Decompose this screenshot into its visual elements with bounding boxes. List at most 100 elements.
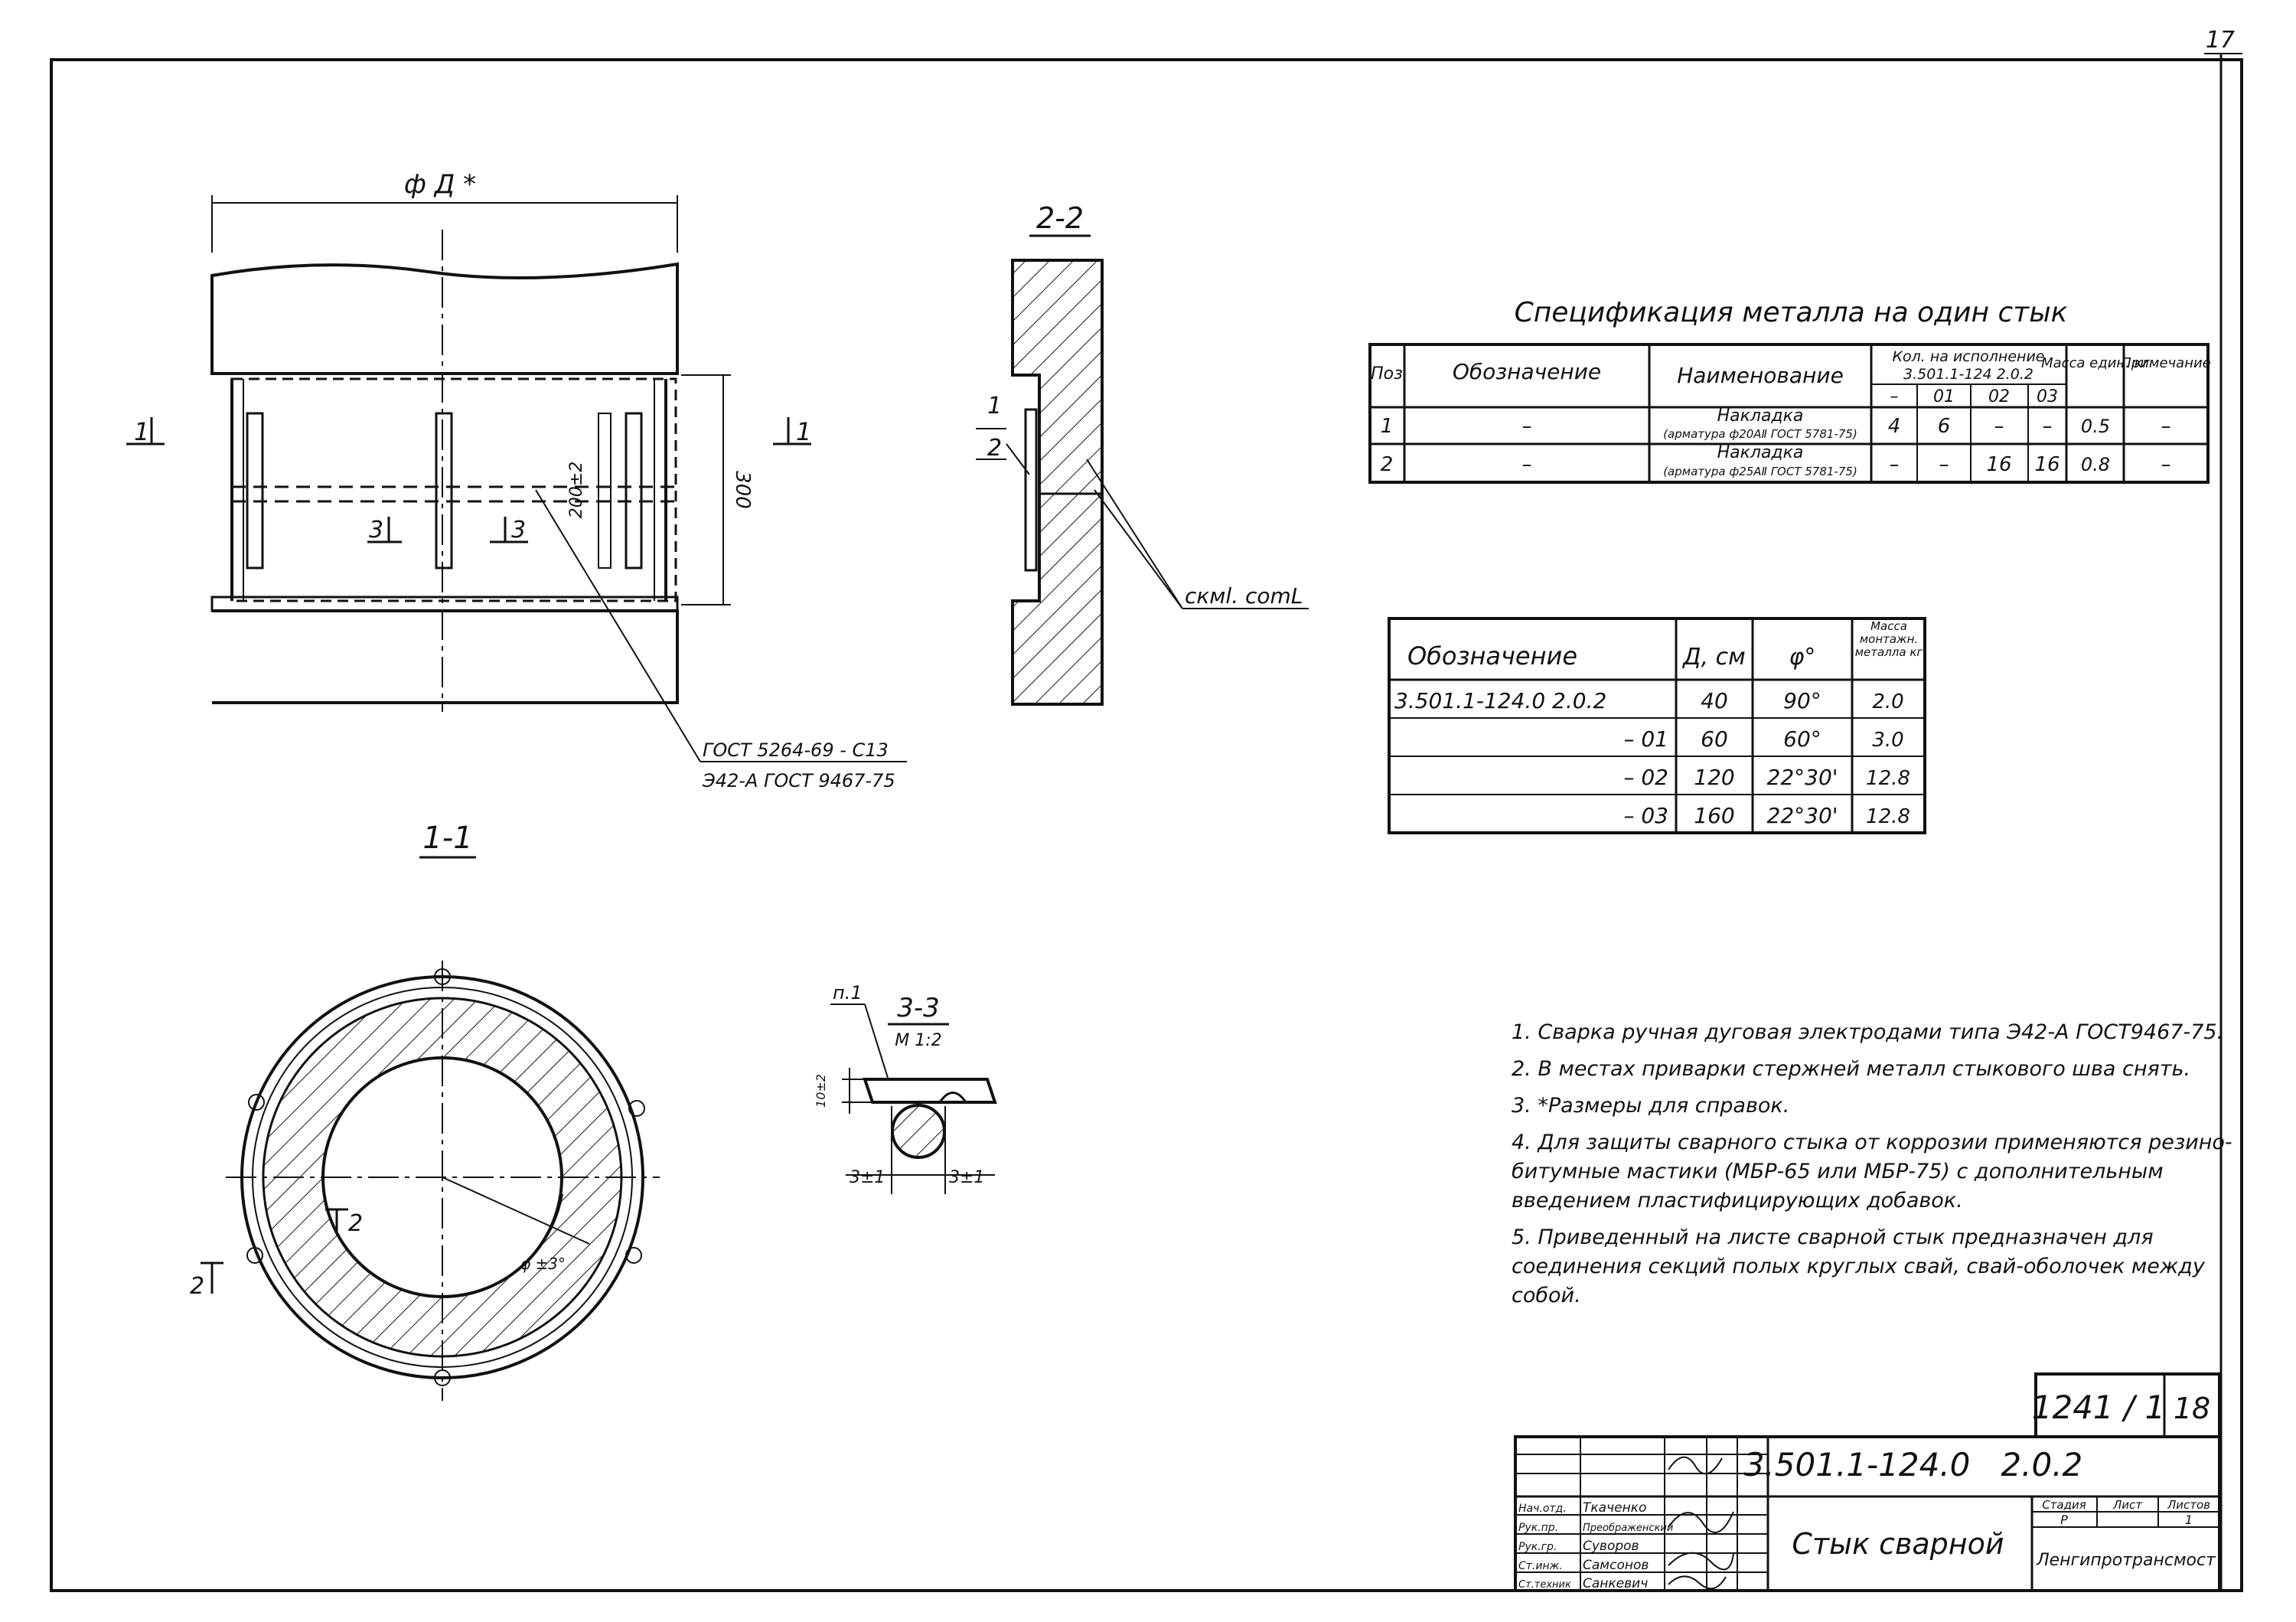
- svg-text:(арматура ф25АⅡ ГОСТ 5781-75): (арматура ф25АⅡ ГОСТ 5781-75): [1663, 465, 1857, 478]
- svg-text:Кол. на исполнение: Кол. на исполнение: [1893, 348, 2045, 365]
- lower-pile: [212, 609, 679, 704]
- svg-text:6: 6: [1938, 415, 1951, 438]
- svg-text:Рук.гр.: Рук.гр.: [1518, 1541, 1557, 1553]
- organization: Ленгипротрансмост: [2036, 1551, 2216, 1570]
- svg-text:Ст.техник: Ст.техник: [1518, 1579, 1571, 1591]
- note-3: 3. *Размеры для справок.: [1512, 1094, 1790, 1118]
- variant-row-3: – 02 120 22°30' 12.8: [1623, 765, 1910, 790]
- section-3-3-plate: [863, 1078, 997, 1104]
- signature-3: [1668, 1552, 1734, 1571]
- upper-pile: [210, 262, 679, 375]
- svg-text:1: 1: [2185, 1513, 2193, 1527]
- section-2-2-title: 2-2: [1036, 201, 1084, 235]
- svg-text:10±2: 10±2: [814, 1074, 828, 1108]
- svg-text:160: 160: [1694, 803, 1734, 828]
- svg-text:(арматура ф20АⅡ ГОСТ 5781-75): (арматура ф20АⅡ ГОСТ 5781-75): [1663, 427, 1857, 441]
- svg-text:Ткаченко: Ткаченко: [1583, 1500, 1646, 1516]
- weld-standard-2: Э42-А ГОСТ 9467-75: [702, 770, 895, 791]
- variant-row-2: – 01 60 60° 3.0: [1623, 726, 1903, 752]
- svg-text:Обозначение: Обозначение: [1407, 641, 1577, 671]
- signature-1: [1668, 1456, 1723, 1475]
- note-1: 1. Сварка ручная дуговая электродами тип…: [1512, 1020, 2224, 1044]
- svg-text:–: –: [2161, 453, 2171, 476]
- svg-text:Наименование: Наименование: [1677, 363, 1844, 388]
- note-4: 4. Для защиты сварного стыка от коррозии…: [1512, 1131, 2232, 1212]
- svg-text:Преображенский: Преображенский: [1583, 1522, 1673, 1534]
- svg-text:3: 3: [369, 517, 383, 543]
- svg-text:Масса един. кг: Масса един. кг: [2041, 355, 2150, 371]
- spec-table: Спецификация металла на один стык Поз Об…: [1368, 297, 2211, 484]
- svg-text:12.8: 12.8: [1866, 767, 1910, 790]
- svg-text:– 02: – 02: [1623, 765, 1668, 790]
- svg-text:Р: Р: [2060, 1513, 2068, 1527]
- note-5: 5. Приведенный на листе сварной стык пре…: [1512, 1225, 2205, 1307]
- splice-plate-1: [246, 412, 264, 569]
- svg-text:Нач.отд.: Нач.отд.: [1518, 1503, 1567, 1515]
- svg-text:φ°: φ°: [1789, 644, 1816, 671]
- svg-text:1: 1: [796, 417, 811, 446]
- svg-text:Д, см: Д, см: [1681, 644, 1746, 671]
- height-dim: 300: [731, 471, 754, 509]
- spec-row-2: 2 – Накладка (арматура ф25АⅡ ГОСТ 5781-7…: [1381, 443, 2171, 478]
- svg-text:–: –: [1994, 415, 2004, 438]
- svg-text:3.501.1-124 2.0.2: 3.501.1-124 2.0.2: [1903, 366, 2033, 383]
- svg-text:Самсонов: Самсонов: [1583, 1558, 1649, 1573]
- notes-block: 1. Сварка ручная дуговая электродами тип…: [1512, 1018, 2246, 1318]
- svg-text:3: 3: [511, 517, 526, 543]
- weld-dim: 200±2: [567, 462, 586, 518]
- album-page: 18: [2174, 1392, 2210, 1425]
- section-3-3-scale: М 1:2: [895, 1031, 941, 1050]
- svg-text:4: 4: [1888, 415, 1901, 438]
- svg-text:– 03: – 03: [1623, 803, 1668, 828]
- svg-text:2: 2: [348, 1210, 363, 1237]
- svg-text:1: 1: [134, 417, 149, 446]
- svg-text:–: –: [2043, 415, 2053, 438]
- svg-text:03: 03: [2037, 387, 2058, 406]
- signature-2: [1668, 1511, 1734, 1533]
- svg-text:2: 2: [1381, 453, 1394, 476]
- svg-text:Стадия: Стадия: [2042, 1498, 2086, 1512]
- wall-section: [1011, 259, 1104, 706]
- svg-text:16: 16: [1986, 453, 2011, 476]
- svg-text:2.0: 2.0: [1872, 690, 1903, 713]
- svg-text:12.8: 12.8: [1866, 805, 1910, 828]
- svg-text:60°: 60°: [1783, 726, 1821, 752]
- sheet-number: 17: [2206, 27, 2235, 54]
- svg-text:0.8: 0.8: [2081, 454, 2110, 475]
- svg-text:–: –: [2161, 415, 2171, 438]
- svg-text:3.0: 3.0: [1872, 729, 1903, 752]
- spec-row-1: 1 – Накладка (арматура ф20АⅡ ГОСТ 5781-7…: [1381, 406, 2171, 441]
- variant-table: Обозначение Д, см φ° Масса монтажн. мета…: [1388, 617, 1926, 834]
- section-2-2: 2-2 1 2 скмl. сomL: [976, 201, 1309, 706]
- variant-row-1: 3.501.1-124.0 2.0.2 40 90° 2.0: [1394, 688, 1904, 713]
- sheet-frame: [50, 58, 2243, 1592]
- svg-text:1: 1: [987, 393, 1002, 419]
- svg-text:01: 01: [1933, 387, 1955, 406]
- svg-text:Накладка: Накладка: [1717, 443, 1804, 462]
- svg-text:16: 16: [2034, 453, 2060, 476]
- svg-text:–: –: [1522, 415, 1532, 438]
- svg-text:Примечание: Примечание: [2121, 355, 2211, 371]
- section-3-3: п.1 3-3 М 1:2 10±2 3±1 3±1: [814, 982, 997, 1194]
- svg-text:Ст.инж.: Ст.инж.: [1518, 1560, 1563, 1572]
- svg-text:3.501.1-124.0 2.0.2: 3.501.1-124.0 2.0.2: [1394, 688, 1606, 713]
- svg-text:90°: 90°: [1783, 688, 1821, 713]
- svg-text:02: 02: [1988, 387, 2010, 406]
- svg-text:–: –: [1890, 387, 1899, 406]
- angle-label: φ ±3°: [520, 1255, 566, 1273]
- svg-text:Обозначение: Обозначение: [1453, 359, 1601, 384]
- svg-text:Санкевич: Санкевич: [1583, 1576, 1648, 1591]
- signature-4: [1668, 1575, 1727, 1590]
- svg-text:0.5: 0.5: [2081, 416, 2110, 437]
- note-2: 2. В местах приварки стержней металл сты…: [1512, 1057, 2191, 1081]
- diameter-label: ф Д *: [404, 169, 476, 200]
- svg-text:1: 1: [1381, 415, 1394, 438]
- svg-text:22°30': 22°30': [1767, 803, 1838, 828]
- variant-row-4: – 03 160 22°30' 12.8: [1623, 803, 1910, 828]
- spec-table-title: Спецификация металла на один стык: [1515, 297, 2068, 328]
- weld-leader-2-2: [1086, 459, 1183, 609]
- svg-text:22°30': 22°30': [1767, 765, 1838, 790]
